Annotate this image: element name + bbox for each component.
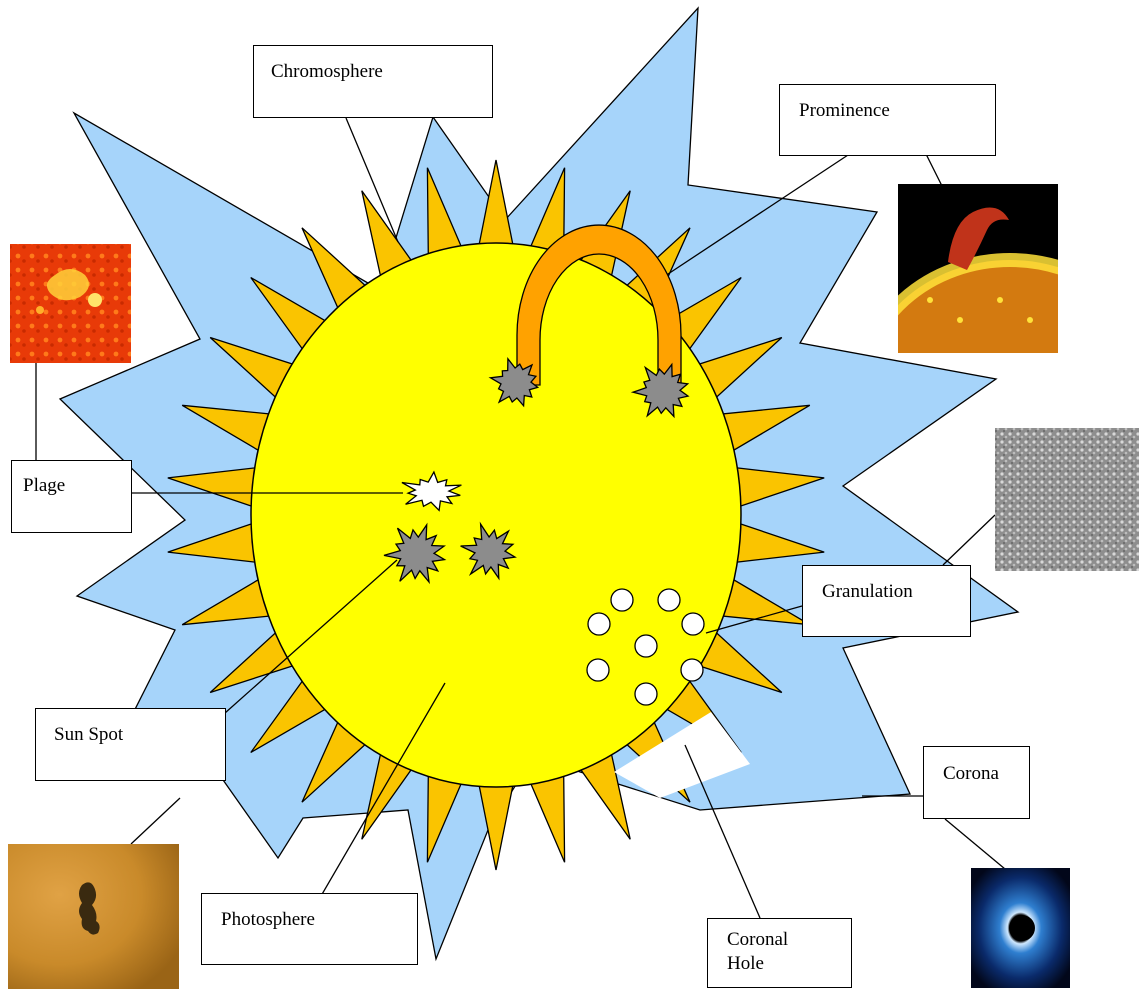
sunspot-photo [8, 844, 179, 989]
granule [635, 635, 657, 657]
granule [682, 613, 704, 635]
granulation-photo [995, 428, 1139, 571]
coronal-hole-label: Coronal Hole [707, 918, 852, 988]
prominence-label-text: Prominence [799, 99, 890, 123]
granule [611, 589, 633, 611]
photosphere-label-text: Photosphere [221, 908, 315, 932]
corona-photo [971, 868, 1070, 988]
plage-label: Plage [11, 460, 132, 533]
corona-label-text: Corona [943, 762, 999, 786]
granule [681, 659, 703, 681]
sun-spot-label-text: Sun Spot [54, 723, 123, 747]
granulation-label-text: Granulation [822, 580, 913, 604]
granule [635, 683, 657, 705]
granulation-photo-connector [943, 515, 995, 565]
granule [588, 613, 610, 635]
plage-label-text: Plage [23, 474, 65, 498]
sunspot-photo-connector [131, 798, 180, 844]
granule [658, 589, 680, 611]
granulation-label: Granulation [802, 565, 971, 637]
photosphere-label: Photosphere [201, 893, 418, 965]
corona-label: Corona [923, 746, 1030, 819]
corona-photo-connector [945, 819, 1005, 869]
chromosphere-label-text: Chromosphere [271, 60, 383, 84]
plage-photo [10, 244, 131, 363]
chromosphere-label: Chromosphere [253, 45, 493, 118]
granule [587, 659, 609, 681]
sun-spot-label: Sun Spot [35, 708, 226, 781]
coronal-hole-label-text: Coronal Hole [727, 928, 788, 976]
prominence-label: Prominence [779, 84, 996, 156]
